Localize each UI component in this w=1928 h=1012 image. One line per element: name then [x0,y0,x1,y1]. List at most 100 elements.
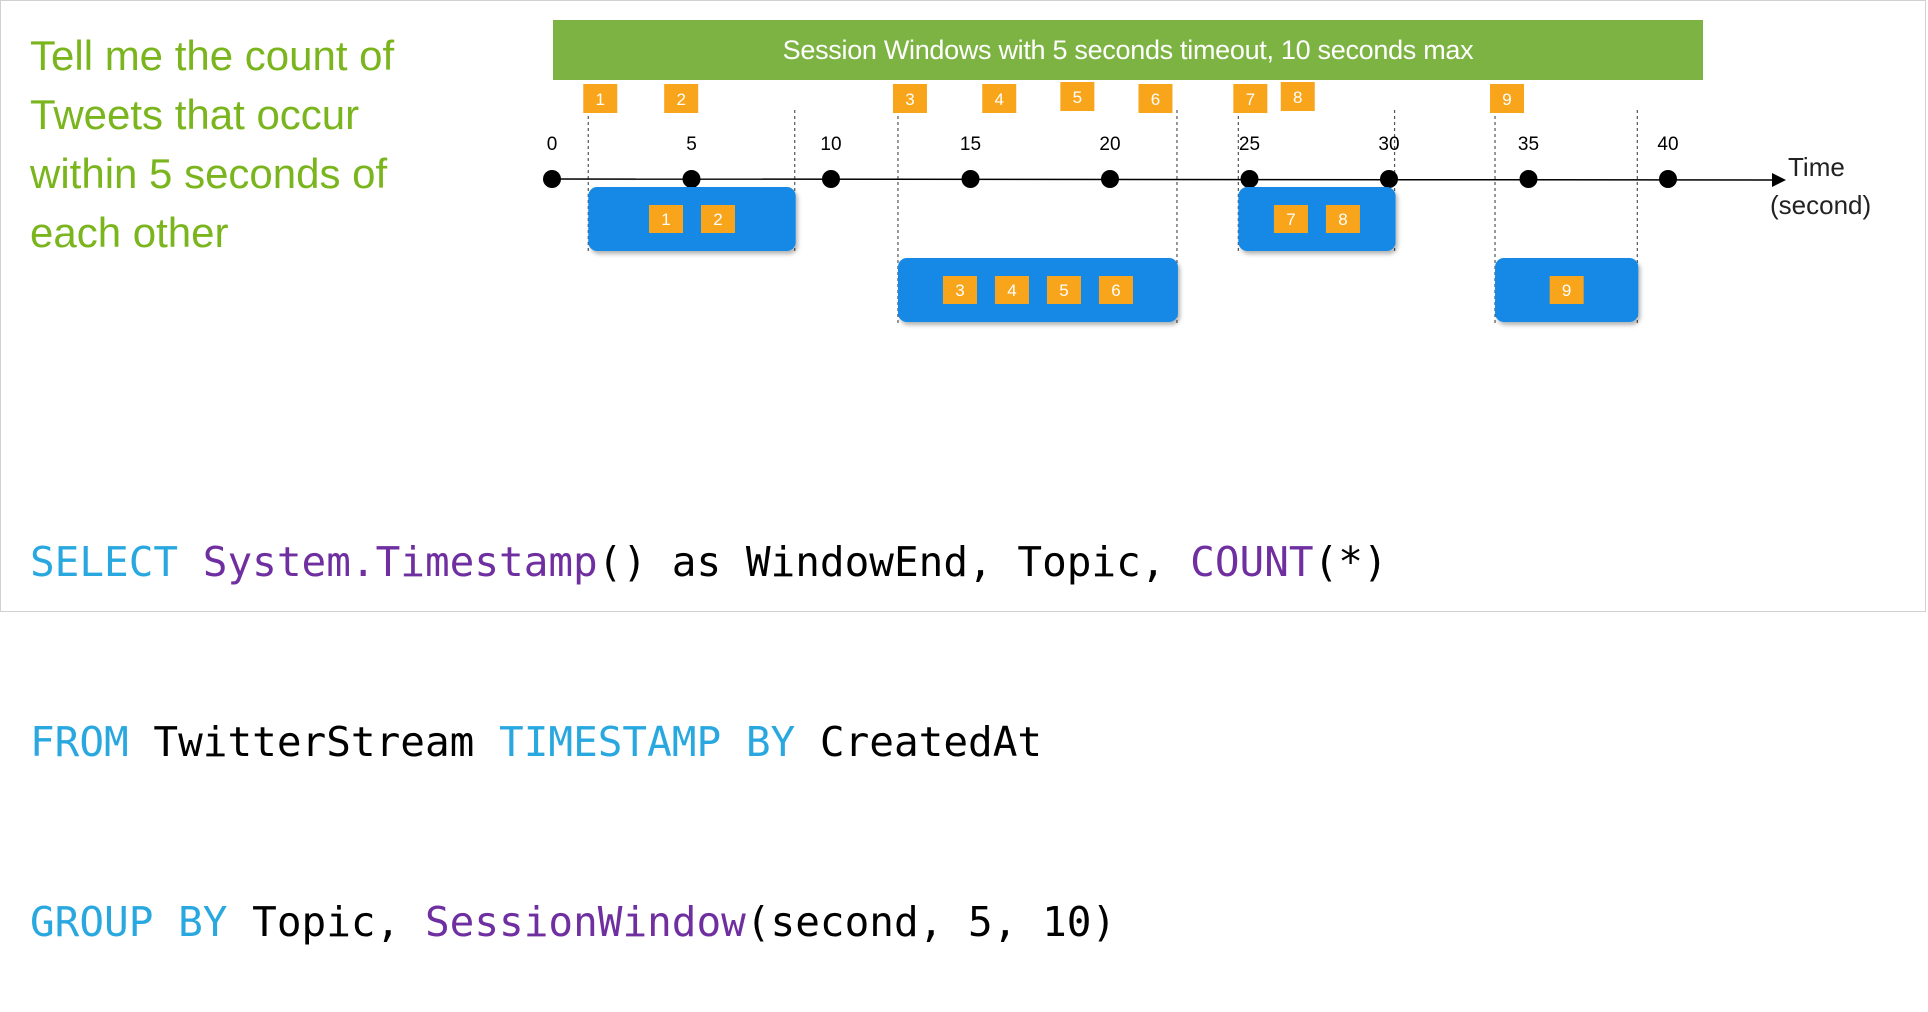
code-text: TwitterStream [128,718,500,766]
axis-tick-label: 35 [1518,134,1539,155]
code-text: () as WindowEnd, Topic, [597,538,1191,586]
window-event-box [994,276,1029,304]
axis-tick-dot [961,170,980,188]
axis-tick-label: 20 [1099,134,1120,155]
code-line: FROM TwitterStream TIMESTAMP BY CreatedA… [30,712,1388,772]
window-event-box [1046,276,1081,304]
event-badge-label: 2 [676,90,685,109]
code-function: System.Timestamp [202,538,598,586]
window-event-label: 7 [1286,210,1295,229]
event-badge-box [1060,82,1095,111]
event-badge-label: 8 [1293,88,1302,107]
axis-arrow-icon [1772,173,1786,187]
axis-tick-dot [543,170,561,188]
slide-frame [0,0,1926,612]
axis-tick-dot [1240,170,1259,188]
window-event-label: 6 [1111,281,1120,300]
window-event-label: 2 [713,210,722,229]
code-keyword: SELECT [30,538,179,586]
axis-tick-dot [822,170,840,188]
axis-line [551,178,1773,181]
code-text: Topic, [227,898,425,946]
question-line: Tell me the count of [30,32,395,79]
event-badge-box [1490,84,1525,113]
code-line: GROUP BY Topic, SessionWindow(second, 5,… [30,892,1388,952]
code-text [178,538,203,586]
event-badges: 1 2 3 4 5 6 7 8 9 [583,82,1525,113]
code-function: COUNT [1190,538,1314,586]
question-text: Tell me the count of Tweets that occur w… [30,26,450,262]
event-badge-label: 6 [1151,90,1160,109]
axis-title: Time [1788,152,1845,182]
session-window: 9 [1495,258,1639,322]
axis-tick-dot [1380,170,1398,188]
event-badge: 6 [1138,84,1173,113]
code-text: (*) [1313,538,1388,586]
axis-tick-label: 10 [820,134,841,155]
code-keyword: FROM [30,718,129,766]
code-line: SELECT System.Timestamp() as WindowEnd, … [30,532,1388,592]
code-keyword: TIMESTAMP BY [499,718,796,766]
event-badge-label: 9 [1502,90,1511,109]
event-badge: 5 [1060,82,1095,111]
session-window: 3 4 5 6 [897,258,1178,322]
axis-tick-label: 30 [1378,134,1399,155]
code-function: SessionWindow [424,898,746,946]
event-badge-box [982,84,1017,113]
window-event-label: 1 [661,210,670,229]
session-window-box [1238,187,1396,251]
axis-tick-label: 25 [1239,134,1260,155]
code-text: (second, 5, 10) [745,898,1117,946]
event-badge-label: 1 [596,90,605,109]
event-badge: 1 [583,84,618,113]
event-badge-label: 4 [995,90,1004,109]
session-window-box [588,187,796,251]
event-badge: 3 [892,84,927,113]
axis-tick-label: 5 [686,134,697,155]
axis-tick-label: 15 [960,134,981,155]
axis-tick-label: 0 [547,134,558,155]
event-badge-box [583,84,618,113]
axis-title-unit: (second) [1770,190,1871,220]
event-badge-box [664,84,699,113]
window-event-box [942,276,977,304]
window-event-label: 5 [1059,281,1068,300]
time-axis: 0 5 10 15 20 25 30 35 40 [543,134,1786,188]
event-badge: 2 [664,84,699,113]
axis-tick-label: 40 [1657,134,1678,155]
event-badge-box [1233,84,1268,113]
banner-title: Session Windows with 5 seconds timeout, … [553,20,1703,80]
question-line: Tweets that occur [30,91,360,138]
window-event-box [1325,205,1360,233]
code-text: CreatedAt [795,718,1043,766]
axis-tick-dot [1101,170,1119,188]
event-badge: 8 [1280,82,1315,111]
window-event-box [649,205,683,233]
window-event-box [1273,205,1308,233]
axis-tick-dot [682,170,701,188]
event-badge: 9 [1490,84,1525,113]
event-badge-box [1280,82,1315,111]
event-badge: 7 [1233,84,1268,113]
window-event-label: 9 [1562,281,1571,300]
session-window-box [897,258,1178,322]
event-badge-label: 3 [905,90,914,109]
event-badge-label: 5 [1073,88,1082,107]
query-code: SELECT System.Timestamp() as WindowEnd, … [30,412,1388,1012]
window-event-label: 4 [1007,281,1016,300]
event-badge: 4 [982,84,1017,113]
event-badge-box [892,84,927,113]
event-badge-label: 7 [1246,90,1255,109]
code-keyword: GROUP BY [30,898,228,946]
event-badge-box [1138,84,1173,113]
question-line: within 5 seconds of [30,150,388,197]
window-event-label: 3 [955,281,964,300]
window-event-label: 8 [1338,210,1347,229]
window-event-box [701,205,735,233]
axis-tick-dot [1659,170,1677,188]
window-event-box [1098,276,1133,304]
axis-tick-dot [1519,170,1538,188]
